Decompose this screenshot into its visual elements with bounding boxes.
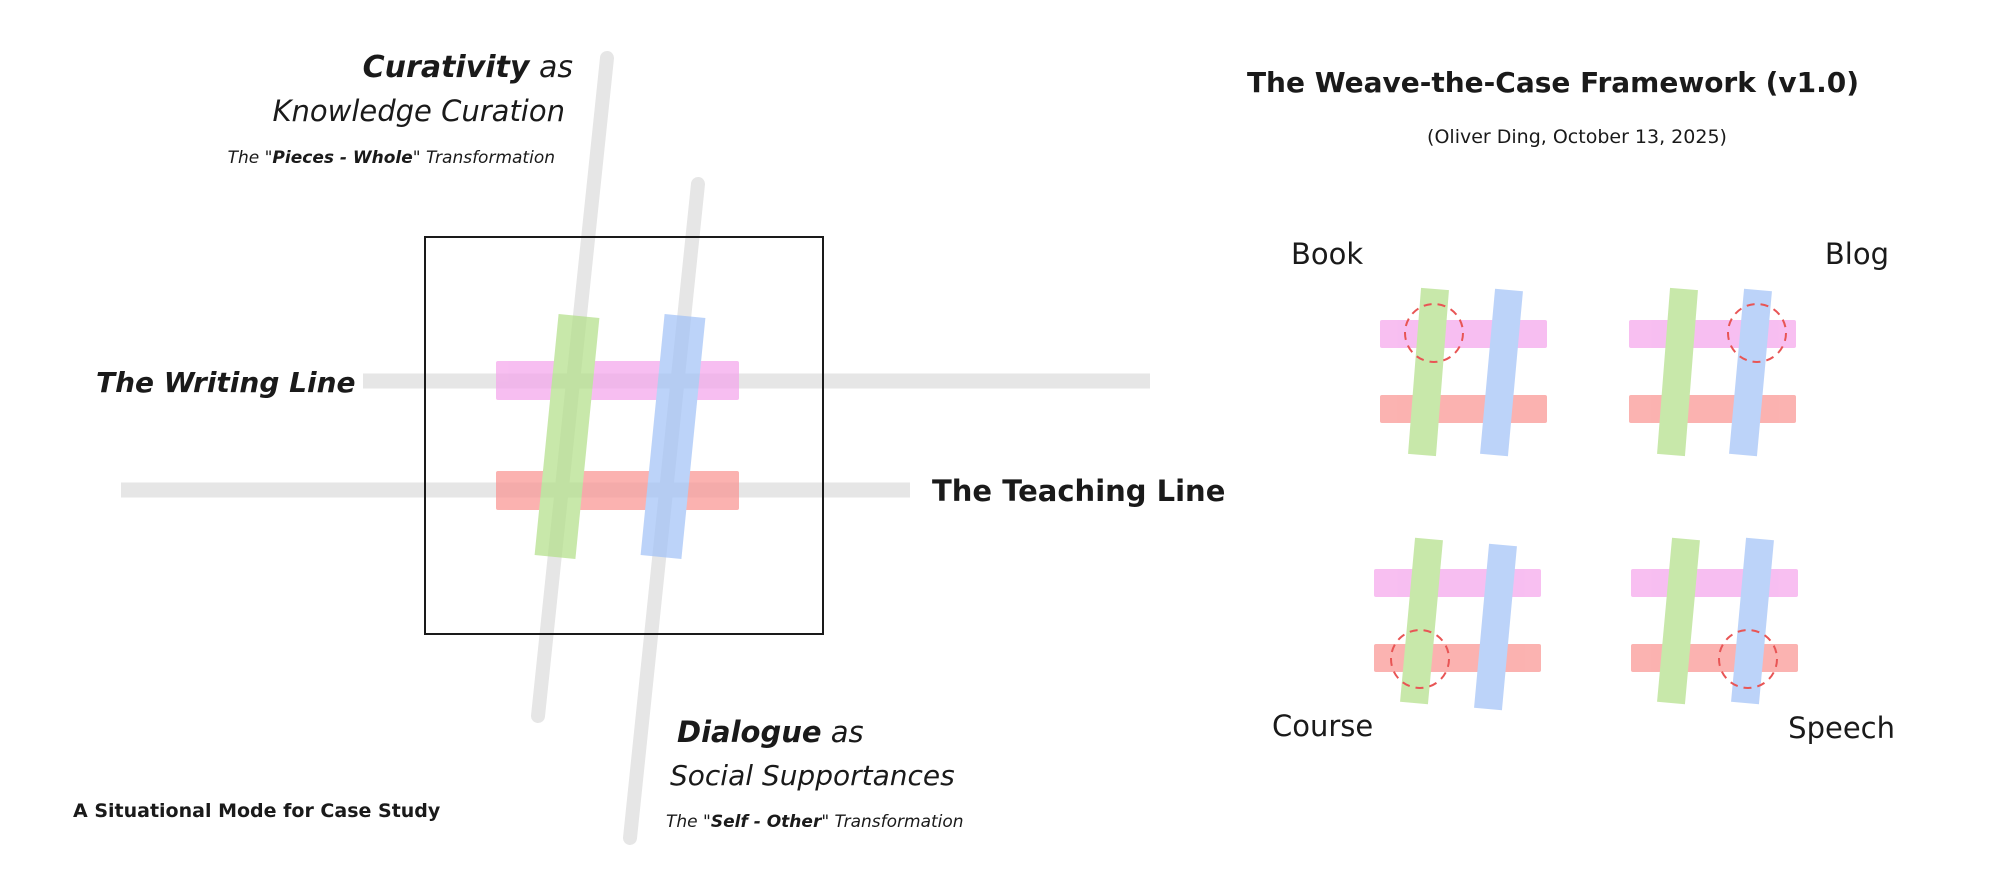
pink-bar <box>1631 569 1798 597</box>
red-bar <box>1374 644 1541 672</box>
blue-bar <box>1729 288 1772 457</box>
pink-bar <box>1629 320 1796 348</box>
label-blog: Blog <box>1825 237 1889 271</box>
highlight-circle <box>1718 629 1778 689</box>
book-hash <box>1380 287 1547 457</box>
blue-bar <box>1731 537 1774 705</box>
green-bar <box>1657 287 1698 457</box>
red-bar <box>1380 395 1547 423</box>
speech-hash <box>1631 537 1798 705</box>
label-course: Course <box>1272 709 1373 743</box>
dialogue-bar-blue <box>640 313 706 560</box>
curativity-bar-green <box>534 313 600 560</box>
writing-line-label: The Writing Line <box>96 366 356 399</box>
teaching-line-label: The Teaching Line <box>932 474 1225 508</box>
pink-bar <box>1374 569 1541 597</box>
self-other-caption: The "Self - Other" Transformation <box>666 812 964 832</box>
green-bar <box>1400 537 1443 705</box>
course-hash <box>1374 537 1541 711</box>
situational-mode-caption: A Situational Mode for Case Study <box>73 800 441 822</box>
dialogue-subheading: Social Supportances <box>670 759 955 792</box>
highlight-circle <box>1390 629 1450 689</box>
writing-bar-pink <box>496 361 739 400</box>
red-bar <box>1631 644 1798 672</box>
highlight-circle <box>1404 303 1464 363</box>
main-hash <box>496 313 739 560</box>
blue-bar <box>1480 288 1523 457</box>
label-book: Book <box>1291 237 1363 271</box>
dialogue-heading: Dialogue as <box>677 715 864 749</box>
highlight-circle <box>1727 303 1787 363</box>
label-speech: Speech <box>1788 711 1895 745</box>
pieces-whole-caption: The "Pieces - Whole" Transformation <box>228 148 555 168</box>
framework-subtitle: (Oliver Ding, October 13, 2025) <box>1427 126 1727 148</box>
curativity-subheading: Knowledge Curation <box>272 94 565 128</box>
situation-box <box>424 236 824 635</box>
green-bar <box>1657 537 1700 705</box>
blue-bar <box>1474 543 1517 711</box>
curativity-heading: Curativity as <box>363 50 573 85</box>
framework-title: The Weave-the-Case Framework (v1.0) <box>1247 66 1859 99</box>
green-bar <box>1408 287 1449 457</box>
red-bar <box>1629 395 1796 423</box>
blog-hash <box>1629 287 1796 457</box>
teaching-bar-red <box>496 471 739 510</box>
